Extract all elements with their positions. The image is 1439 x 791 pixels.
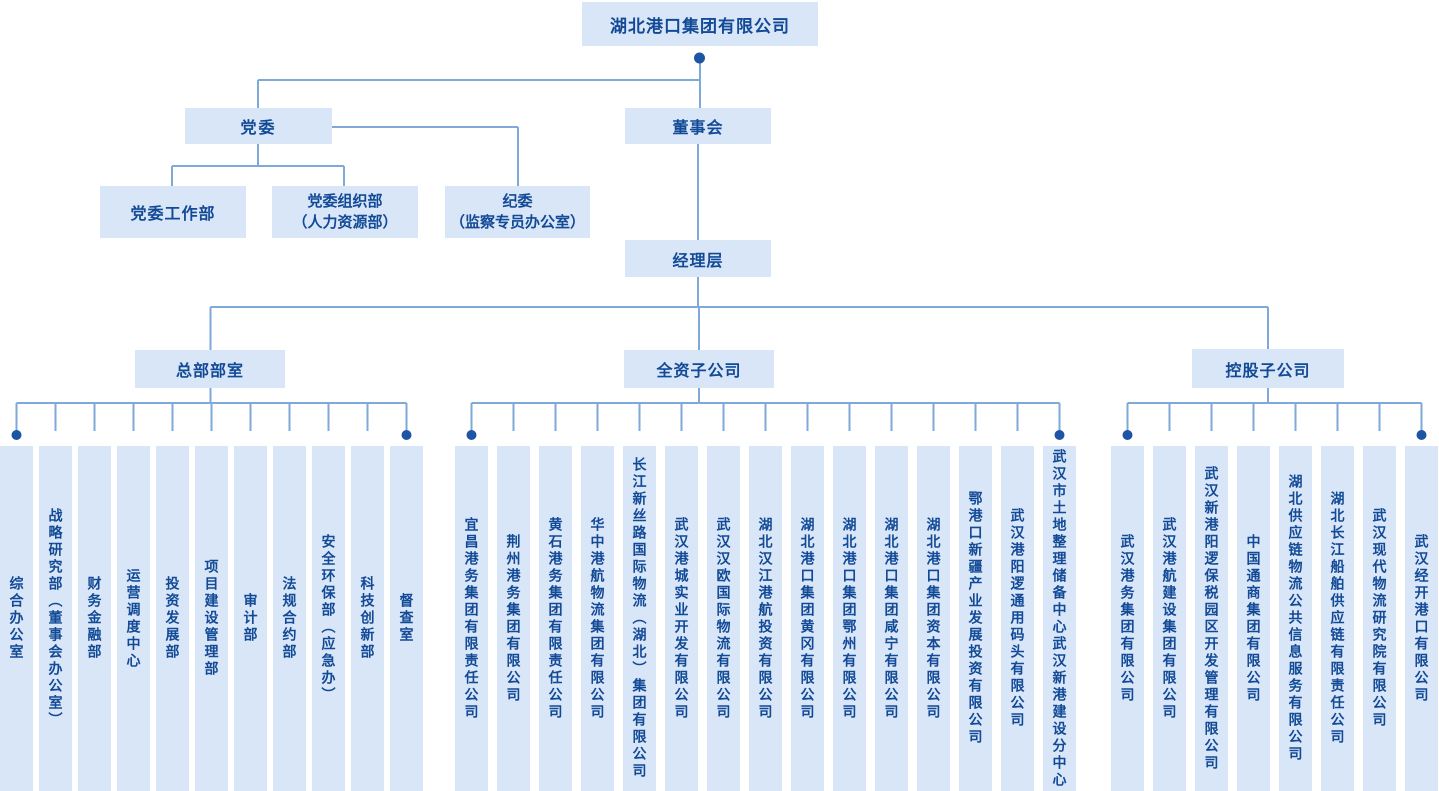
subsidiary-box: 湖北长江船舶供应链有限责任公司 — [1321, 446, 1354, 791]
node-label: 鄂港口新疆产业发展投资有限公司 — [967, 491, 984, 746]
node-label: 武汉港航建设集团有限公司 — [1161, 516, 1178, 721]
connector-dot — [11, 430, 22, 440]
node-label: 党委工作部 — [130, 206, 216, 223]
node-sublabel: （人力资源部） — [292, 214, 398, 231]
subsidiary-box: 武汉现代物流研究院有限公司 — [1363, 446, 1396, 791]
subsidiary-box: 湖北港口集团资本有限公司 — [917, 446, 950, 791]
node-label: 安全环保部（应急办） — [320, 533, 337, 704]
node-label: 长江新丝路国际物流（湖北）集团有限公司 — [631, 457, 648, 780]
node-label: 中国通商集团有限公司 — [1245, 533, 1262, 704]
dept-box: 督查室 — [390, 446, 423, 791]
subsidiary-box: 湖北港口集团黄冈有限公司 — [791, 446, 824, 791]
node-label: 湖北供应链物流公共信息服务有限公司 — [1287, 474, 1304, 763]
node-label: 投资发展部 — [164, 576, 181, 661]
node-label: 审计部 — [242, 593, 259, 644]
node-label: 武汉新港阳逻保税园区开发管理有限公司 — [1203, 465, 1220, 772]
node-label: 湖北港口集团咸宁有限公司 — [883, 516, 900, 721]
node-label: 控股子公司 — [1225, 362, 1311, 380]
node-label: 武汉市土地整理储备中心武汉新港建设分中心 — [1051, 448, 1068, 789]
subsidiary-box: 武汉港阳逻通用码头有限公司 — [1001, 446, 1034, 791]
subsidiary-box: 黄石港务集团有限责任公司 — [539, 446, 572, 791]
node-label: 项目建设管理部 — [203, 559, 220, 678]
node-sublabel: （监察专员办公室） — [449, 214, 585, 231]
dept-box: 战略研究部（董事会办公室） — [39, 446, 72, 791]
node-party-committee: 党委 — [185, 108, 332, 144]
node-label: 黄石港务集团有限责任公司 — [547, 516, 564, 721]
node-company-root: 湖北港口集团有限公司 — [582, 2, 818, 46]
node-label: 武汉港阳逻通用码头有限公司 — [1009, 508, 1026, 729]
node-label: 武汉现代物流研究院有限公司 — [1371, 508, 1388, 729]
subsidiary-box: 湖北港口集团咸宁有限公司 — [875, 446, 908, 791]
subsidiary-box: 武汉市土地整理储备中心武汉新港建设分中心 — [1043, 446, 1076, 791]
dept-box: 审计部 — [234, 446, 267, 791]
dept-box: 项目建设管理部 — [195, 446, 228, 791]
dept-box: 综合办公室 — [0, 446, 33, 791]
dept-box: 投资发展部 — [156, 446, 189, 791]
node-label: 综合办公室 — [8, 576, 25, 661]
subsidiary-box: 湖北汉江港航投资有限公司 — [749, 446, 782, 791]
subsidiary-box: 荆州港务集团有限公司 — [497, 446, 530, 791]
node-label: 总部部室 — [175, 363, 244, 380]
node-label: 武汉港务集团有限公司 — [1119, 533, 1136, 704]
subsidiary-box: 武汉新港阳逻保税园区开发管理有限公司 — [1195, 446, 1228, 791]
connector-dot — [401, 430, 412, 440]
subsidiary-box: 湖北港口集团鄂州有限公司 — [833, 446, 866, 791]
subsidiary-box: 中国通商集团有限公司 — [1237, 446, 1270, 791]
node-branch-wholly-owned: 全资子公司 — [624, 350, 774, 388]
node-label: 荆州港务集团有限公司 — [505, 533, 522, 704]
node-party-org-dept: 党委组织部 （人力资源部） — [272, 186, 418, 238]
subsidiary-box: 湖北供应链物流公共信息服务有限公司 — [1279, 446, 1312, 791]
subsidiary-box: 武汉经开港口有限公司 — [1405, 446, 1438, 791]
node-label: 财务金融部 — [86, 576, 103, 661]
node-label: 督查室 — [398, 593, 415, 644]
connector-dot — [466, 430, 477, 440]
node-branch-hq-departments: 总部部室 — [135, 350, 285, 388]
dept-box: 法规合约部 — [273, 446, 306, 791]
node-label: 宜昌港务集团有限责任公司 — [463, 516, 480, 721]
node-discipline-committee: 纪委 （监察专员办公室） — [445, 186, 590, 238]
node-label: 科技创新部 — [359, 576, 376, 661]
subsidiary-box: 鄂港口新疆产业发展投资有限公司 — [959, 446, 992, 791]
node-label: 运营调度中心 — [125, 567, 142, 670]
subsidiary-box: 华中港航物流集团有限公司 — [581, 446, 614, 791]
node-label: 法规合约部 — [281, 576, 298, 661]
node-label: 湖北汉江港航投资有限公司 — [757, 516, 774, 721]
node-label: 武汉经开港口有限公司 — [1413, 533, 1430, 704]
node-label: 全资子公司 — [656, 363, 742, 380]
dept-box: 财务金融部 — [78, 446, 111, 791]
subsidiary-box: 长江新丝路国际物流（湖北）集团有限公司 — [623, 446, 656, 791]
node-label: 湖北港口集团资本有限公司 — [925, 516, 942, 721]
node-board: 董事会 — [625, 108, 771, 144]
node-branch-holding: 控股子公司 — [1192, 349, 1344, 388]
node-label: 董事会 — [672, 120, 724, 137]
subsidiary-box: 宜昌港务集团有限责任公司 — [455, 446, 488, 791]
subsidiary-box: 武汉港务集团有限公司 — [1111, 446, 1144, 791]
node-label: 党委 — [240, 120, 277, 137]
dept-box: 运营调度中心 — [117, 446, 150, 791]
node-label: 武汉港城实业开发有限公司 — [673, 516, 690, 721]
subsidiary-box: 武汉港航建设集团有限公司 — [1153, 446, 1186, 791]
node-label: 华中港航物流集团有限公司 — [589, 516, 606, 721]
connector-dot — [1054, 430, 1065, 440]
node-party-work-dept: 党委工作部 — [100, 186, 246, 238]
node-label: 湖北港口集团有限公司 — [610, 16, 790, 36]
node-label: 纪委 — [502, 193, 533, 210]
dept-box: 科技创新部 — [351, 446, 384, 791]
node-label: 湖北长江船舶供应链有限责任公司 — [1329, 491, 1346, 746]
subsidiary-box: 武汉港城实业开发有限公司 — [665, 446, 698, 791]
dept-box: 安全环保部（应急办） — [312, 446, 345, 791]
node-management-layer: 经理层 — [625, 240, 771, 277]
node-label: 湖北港口集团鄂州有限公司 — [841, 516, 858, 721]
subsidiary-box: 武汉汉欧国际物流有限公司 — [707, 446, 740, 791]
connector-dot — [1416, 430, 1427, 440]
connector-dot — [1122, 430, 1133, 440]
node-label: 湖北港口集团黄冈有限公司 — [799, 516, 816, 721]
node-label: 武汉汉欧国际物流有限公司 — [715, 516, 732, 721]
node-label: 党委组织部 — [307, 193, 383, 210]
node-label: 战略研究部（董事会办公室） — [47, 508, 64, 729]
node-label: 经理层 — [672, 252, 724, 270]
connector-dot — [694, 52, 705, 64]
